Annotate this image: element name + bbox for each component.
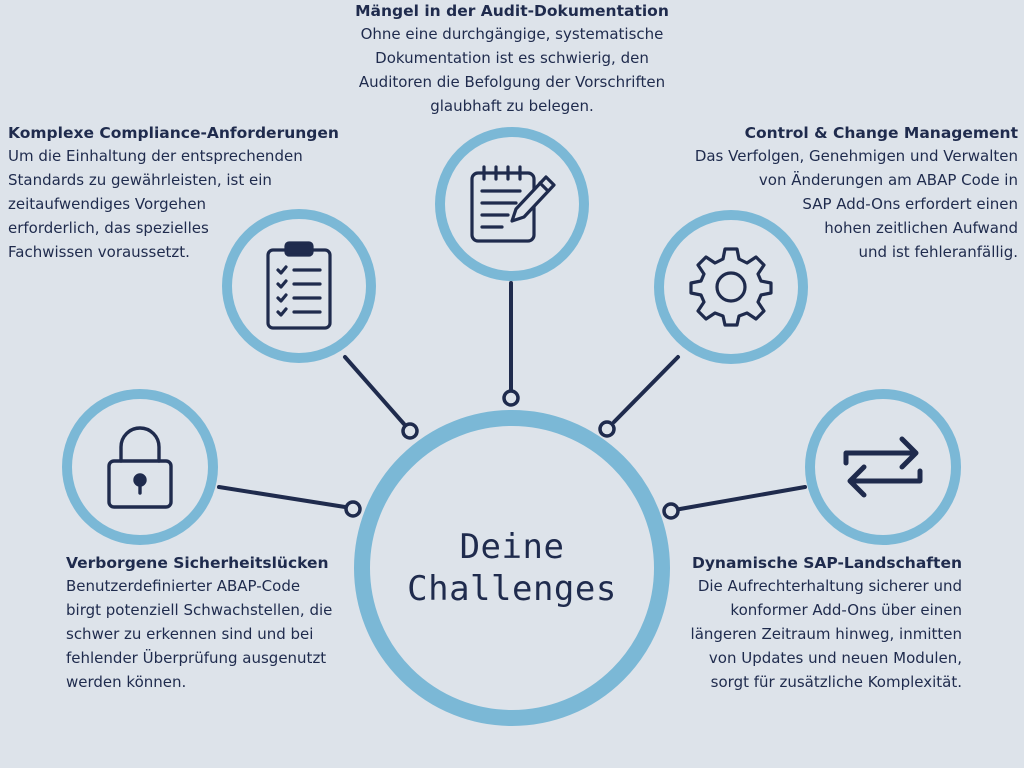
challenge-control-title: Control & Change Management bbox=[744, 124, 1018, 142]
text-line: hohen zeitlichen Aufwand bbox=[824, 219, 1018, 237]
text-line: sorgt für zusätzliche Komplexität. bbox=[710, 673, 962, 691]
hub-title-line1: Deine bbox=[459, 527, 565, 567]
challenge-audit: Mängel in der Audit-Dokumentation Ohne e… bbox=[336, 0, 688, 118]
text-line: Das Verfolgen, Genehmigen und Verwalten bbox=[694, 147, 1018, 165]
challenge-dynamic: Dynamische SAP-Landschaften Die Aufrecht… bbox=[668, 552, 962, 694]
swap-arrows-icon bbox=[842, 433, 924, 501]
text-line: Dokumentation ist es schwierig, den bbox=[375, 49, 649, 67]
connector-security bbox=[217, 485, 347, 509]
text-line: birgt potenziell Schwachstellen, die bbox=[66, 601, 333, 619]
challenge-compliance-title: Komplexe Compliance-Anforderungen bbox=[8, 124, 339, 142]
text-line: werden können. bbox=[66, 673, 187, 691]
text-line: zeitaufwendiges Vorgehen bbox=[8, 195, 207, 213]
text-line: Auditoren die Befolgung der Vorschriften bbox=[358, 73, 666, 91]
challenge-compliance-text: Um die Einhaltung der entsprechenden Sta… bbox=[8, 144, 348, 264]
challenge-security-text: Benutzerdefinierter ABAP-Code birgt pote… bbox=[66, 574, 356, 694]
connector-node-dynamic bbox=[662, 502, 680, 520]
dynamic-ring bbox=[805, 389, 961, 545]
connector-node-compliance bbox=[401, 422, 419, 440]
text-line: Die Aufrechterhaltung sicherer und bbox=[697, 577, 962, 595]
text-line: von Updates und neuen Modulen, bbox=[708, 649, 962, 667]
text-line: Um die Einhaltung der entsprechenden bbox=[8, 147, 303, 165]
text-line: glaubhaft zu belegen. bbox=[430, 97, 594, 115]
text-line: konformer Add-Ons über einen bbox=[730, 601, 962, 619]
challenge-audit-title: Mängel in der Audit-Dokumentation bbox=[355, 2, 669, 20]
gear-icon bbox=[689, 245, 773, 329]
text-line: Standards zu gewährleisten, ist ein bbox=[8, 171, 272, 189]
text-line: fehlender Überprüfung ausgenutzt bbox=[66, 649, 327, 667]
challenge-control-text: Das Verfolgen, Genehmigen und Verwalten … bbox=[668, 144, 1018, 264]
connector-compliance bbox=[343, 355, 406, 426]
lock-icon bbox=[105, 423, 175, 511]
audit-ring bbox=[435, 127, 589, 281]
challenge-compliance: Komplexe Compliance-Anforderungen Um die… bbox=[8, 122, 348, 264]
connector-node-control bbox=[598, 420, 616, 438]
hub-title-line2: Challenges bbox=[407, 569, 617, 609]
text-line: von Änderungen am ABAP Code in bbox=[758, 171, 1018, 189]
challenge-security-title: Verborgene Sicherheitslücken bbox=[66, 554, 329, 572]
text-line: erforderlich, das spezielles bbox=[8, 219, 209, 237]
clipboard-checklist-icon bbox=[264, 240, 334, 332]
connector-control bbox=[612, 355, 680, 424]
text-line: längeren Zeitraum hinweg, inmitten bbox=[690, 625, 962, 643]
text-line: Fachwissen voraussetzt. bbox=[8, 243, 190, 261]
text-line: schwer zu erkennen sind und bei bbox=[66, 625, 314, 643]
text-line: Ohne eine durchgängige, systematische bbox=[360, 25, 664, 43]
challenge-control: Control & Change Management Das Verfolge… bbox=[668, 122, 1018, 264]
security-ring bbox=[62, 389, 218, 545]
compliance-ring bbox=[222, 209, 376, 363]
challenge-security: Verborgene Sicherheitslücken Benutzerdef… bbox=[66, 552, 356, 694]
text-line: und ist fehleranfällig. bbox=[858, 243, 1018, 261]
connector-node-security bbox=[344, 500, 362, 518]
text-line: SAP Add-Ons erfordert einen bbox=[802, 195, 1018, 213]
hub-title: Deine Challenges bbox=[407, 526, 617, 610]
challenge-dynamic-text: Die Aufrechterhaltung sicherer und konfo… bbox=[668, 574, 962, 694]
connector-dynamic bbox=[678, 485, 807, 511]
control-ring bbox=[654, 210, 808, 364]
hub-circle: Deine Challenges bbox=[354, 410, 670, 726]
document-edit-icon bbox=[466, 163, 558, 245]
text-line: Benutzerdefinierter ABAP-Code bbox=[66, 577, 301, 595]
challenge-audit-text: Ohne eine durchgängige, systematische Do… bbox=[336, 22, 688, 118]
connector-node-audit bbox=[502, 389, 520, 407]
challenge-dynamic-title: Dynamische SAP-Landschaften bbox=[691, 554, 962, 572]
